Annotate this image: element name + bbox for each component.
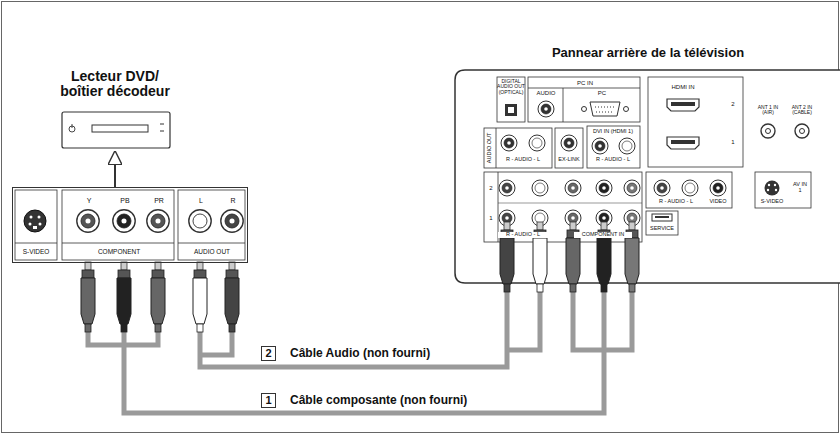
device-box: Lecteur DVD/ boîtier décodeur bbox=[50, 66, 180, 152]
dvd-player bbox=[62, 112, 170, 148]
jack-label: SERVICE bbox=[647, 226, 677, 232]
jack-label: ANT 1 IN (AIR) bbox=[754, 105, 782, 116]
jack-label: DVI IN (HDMI 1) bbox=[586, 129, 640, 135]
tv-panel-box: Pannear arrière de la télévisionDIGITAL … bbox=[452, 40, 840, 283]
jack-label: R - AUDIO - L bbox=[586, 157, 640, 163]
jack-label: 1 bbox=[728, 139, 738, 145]
jack-label: AUDIO OUT bbox=[184, 249, 240, 256]
jack-label: R - AUDIO - L bbox=[498, 232, 548, 238]
jack-label: HDMI IN bbox=[658, 84, 708, 90]
jack-label: 2 bbox=[487, 185, 495, 191]
jack-label: R - AUDIO - L bbox=[650, 199, 702, 205]
jack-label: R bbox=[227, 197, 239, 204]
jack-label: 1 bbox=[487, 215, 495, 221]
jack-label: R - AUDIO - L bbox=[496, 157, 550, 163]
jack-label: PC IN bbox=[565, 80, 605, 86]
jack-label: AUDIO bbox=[531, 90, 561, 96]
heading-label: Lecteur DVD/ boîtier décodeur bbox=[50, 69, 180, 98]
jack-label: PR bbox=[151, 197, 167, 204]
cable-label: Câble Audio (non fourni) bbox=[288, 346, 432, 360]
jack-label: DIGITAL AUDIO OUT (OPTICAL) bbox=[497, 79, 525, 95]
jack-panel: S-VIDEO Y PB PR COMPONENT L R AUDIO OUT bbox=[12, 187, 248, 263]
callout-number: 1 bbox=[261, 393, 276, 408]
jack-label: L bbox=[195, 197, 207, 204]
jack-label: AV IN 1 bbox=[792, 182, 808, 194]
connection-arrow bbox=[114, 152, 116, 187]
jack-label: S-VIDEO bbox=[757, 199, 787, 205]
jack-label: 2 bbox=[728, 101, 738, 107]
jack-label: COMPONENT IN bbox=[574, 232, 632, 238]
jack-label: Y bbox=[83, 197, 95, 204]
heading-label: Pannear arrière de la télévision bbox=[498, 46, 798, 60]
jack-label: S-VIDEO bbox=[16, 249, 56, 256]
jack-label: EX-LINK bbox=[555, 157, 583, 163]
jack-label: PC bbox=[592, 90, 612, 96]
component-cable bbox=[124, 263, 604, 413]
cable-label: Câble composante (non fourni) bbox=[288, 393, 469, 407]
jack-label: PB bbox=[117, 197, 133, 204]
jack-label: VIDEO bbox=[705, 199, 731, 205]
jack-label: AUDIO OUT bbox=[487, 128, 493, 168]
jack-label: ANT 2 IN (CABLE) bbox=[787, 105, 817, 116]
callout-number: 2 bbox=[261, 346, 276, 361]
jack-label: COMPONENT bbox=[89, 249, 149, 256]
